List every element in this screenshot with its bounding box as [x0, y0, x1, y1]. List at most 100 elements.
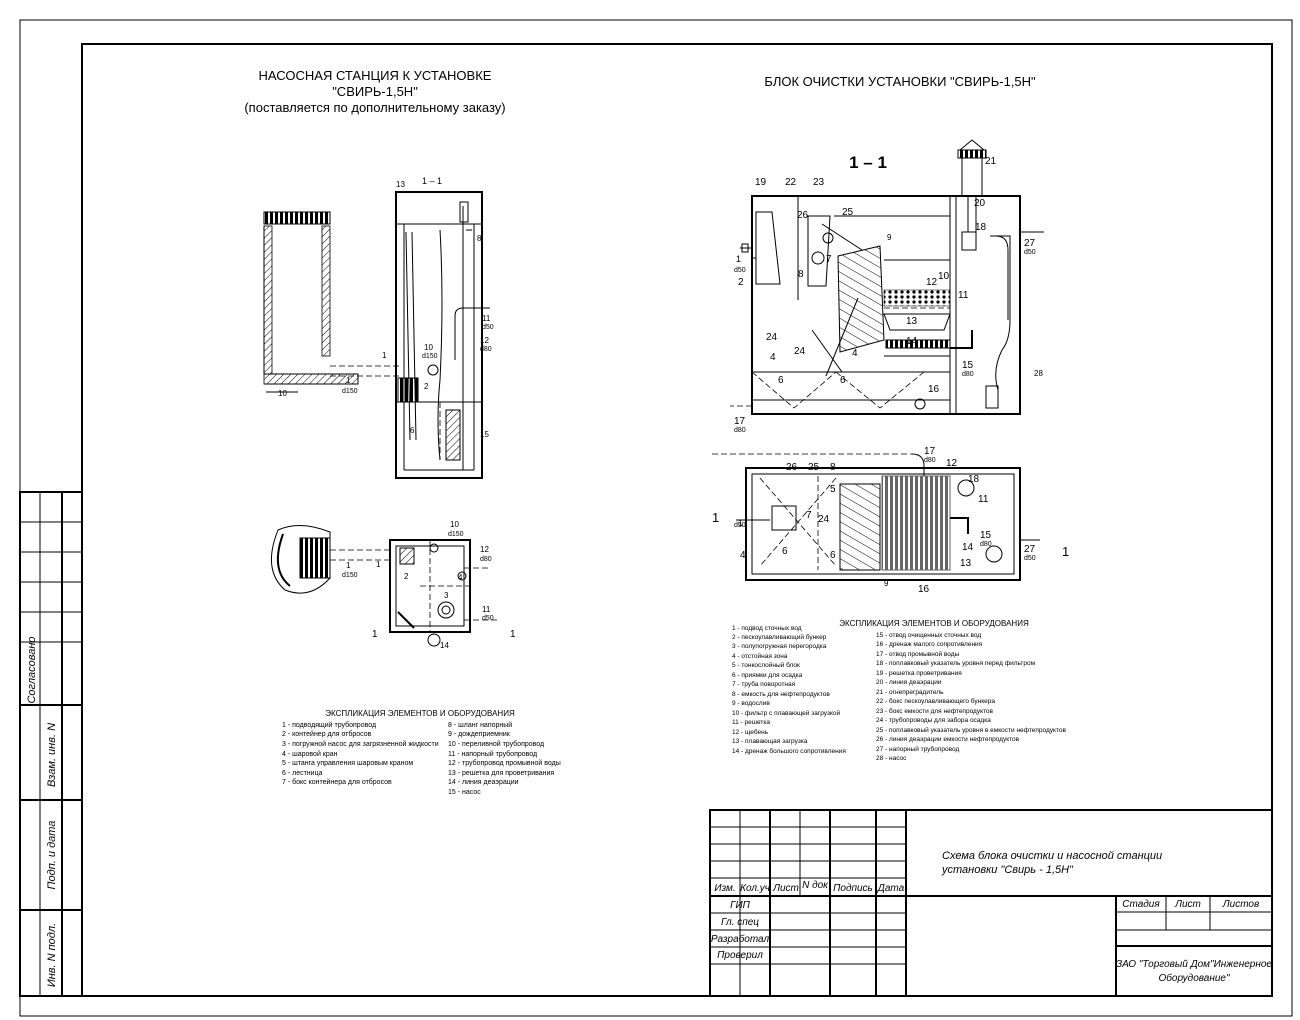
svg-text:6: 6 [830, 550, 836, 561]
legend-left-1: 1 - подводящий трубопровод [282, 721, 376, 729]
legend-right-18: 18 - поплавковый указатель уровня перед … [876, 659, 1036, 667]
svg-text:1: 1 [372, 629, 378, 640]
svg-text:d50: d50 [734, 522, 746, 529]
svg-text:5: 5 [830, 484, 836, 495]
legend-right-20: 20 - линия деаэрации [876, 679, 942, 686]
legend-right-1: 1 - подвод сточных вод [732, 625, 802, 632]
svg-text:27: 27 [1024, 544, 1036, 555]
svg-text:7: 7 [826, 254, 832, 265]
svg-text:7: 7 [806, 510, 812, 521]
legend-right-6: 6 - приямки для осадка [732, 672, 803, 679]
legend-right-12: 12 - щебень [732, 728, 769, 736]
side-label-agreed: Согласовано [26, 636, 38, 703]
hdr-date: Дата [877, 883, 905, 894]
cleaning-block-legend: ЭКСПЛИКАЦИЯ ЭЛЕМЕНТОВ И ОБОРУДОВАНИЯ 1 -… [732, 619, 1066, 762]
legend-right-14: 14 - дренаж большого сопротивления [732, 747, 846, 755]
svg-text:"СВИРЬ-1,5Н": "СВИРЬ-1,5Н" [332, 84, 418, 99]
legend-left-10: 10 - переливной трубопровод [448, 740, 544, 748]
legend-right-5: 5 - тонкослойный блок [732, 661, 800, 669]
legend-right-10: 10 - фильтр с плавающей загрузкой [732, 709, 841, 717]
svg-text:11: 11 [482, 314, 491, 323]
svg-text:15: 15 [980, 530, 992, 541]
svg-text:12: 12 [480, 336, 489, 345]
legend-right-9: 9 - водослив [732, 700, 770, 707]
legend-left-12: 12 - трубопровод промывной воды [448, 759, 561, 767]
svg-text:9: 9 [884, 579, 889, 588]
svg-text:1: 1 [1062, 544, 1069, 559]
legend-right-23: 23 - бокс емкости для нефтепродуктов [876, 707, 994, 715]
svg-text:4: 4 [770, 352, 776, 363]
legend-right-25: 25 - поплавковый указатель уровня в емко… [876, 726, 1066, 734]
role-chief: Гл. спец [721, 917, 759, 928]
legend-left-5: 5 - штанга управления шаровым краном [282, 760, 413, 767]
pump-station-plan: 10 d150 12 d80 4 2 1 1 d150 3 11 d50 14 … [270, 520, 516, 650]
cleaning-block-title: БЛОК ОЧИСТКИ УСТАНОВКИ "СВИРЬ-1,5Н" [764, 74, 1036, 89]
drawing-title-2: установки "Свирь - 1,5Н" [941, 864, 1074, 876]
svg-text:10: 10 [450, 520, 459, 529]
svg-text:4: 4 [740, 550, 746, 561]
svg-text:18: 18 [975, 222, 987, 233]
svg-text:13: 13 [396, 180, 405, 189]
svg-text:16: 16 [928, 384, 940, 395]
svg-text:d150: d150 [342, 388, 358, 395]
svg-text:ЭКСПЛИКАЦИЯ ЭЛЕМЕНТОВ И ОБОРУД: ЭКСПЛИКАЦИЯ ЭЛЕМЕНТОВ И ОБОРУДОВАНИЯ [839, 619, 1029, 628]
svg-text:10: 10 [424, 343, 433, 352]
svg-text:11: 11 [958, 290, 969, 301]
legend-left-15: 15 - насос [448, 789, 481, 796]
svg-text:9: 9 [887, 233, 892, 242]
legend-right-13: 13 - плавающая загрузка [732, 738, 808, 745]
side-label-inv-orig: Инв. N подл. [46, 923, 58, 987]
legend-left-11: 11 - напорный трубопровод [448, 750, 537, 758]
svg-text:2: 2 [404, 572, 409, 581]
legend-left-4: 4 - шаровой кран [282, 750, 338, 758]
svg-text:27: 27 [1024, 238, 1036, 249]
svg-text:23: 23 [813, 177, 825, 188]
svg-text:1 – 1: 1 – 1 [422, 176, 442, 186]
svg-text:1: 1 [382, 351, 387, 360]
svg-text:16: 16 [918, 584, 930, 595]
company-line-2: Оборудование" [1158, 972, 1229, 984]
svg-text:d50: d50 [482, 324, 494, 331]
svg-text:24: 24 [794, 346, 806, 357]
svg-text:3: 3 [444, 591, 449, 600]
legend-left-9: 9 - дождеприемник [448, 731, 511, 738]
side-label-sign-date: Подп. и дата [46, 821, 58, 890]
legend-right-8: 8 - емкость для нефтепродуктов [732, 691, 830, 698]
svg-text:8: 8 [830, 462, 836, 473]
legend-right-27: 27 - напорный трубопровод [876, 745, 959, 753]
svg-text:6: 6 [840, 375, 846, 386]
svg-text:6: 6 [410, 426, 415, 435]
svg-text:11: 11 [978, 494, 989, 505]
svg-text:d80: d80 [480, 346, 492, 353]
svg-text:18: 18 [968, 474, 980, 485]
hdr-izm: Изм. [714, 883, 735, 894]
svg-text:28: 28 [1034, 369, 1043, 378]
svg-text:13: 13 [906, 316, 918, 327]
title-block: Изм. Кол.уч Лист N док Подпись Дата ГИП … [709, 809, 1273, 997]
hdr-list: Лист [772, 883, 799, 894]
svg-text:1: 1 [736, 254, 741, 264]
svg-text:26: 26 [797, 210, 809, 221]
svg-text:15: 15 [962, 360, 974, 371]
legend-left-13: 13 - решетка для проветривания [448, 770, 554, 777]
pump-station-section: 1 – 1 13 8 1 1 d150 1 [263, 176, 494, 479]
legend-left-7: 7 - бокс контейнера для отбросов [282, 778, 392, 786]
legend-right-19: 19 - решетка проветривания [876, 670, 962, 677]
svg-text:10: 10 [278, 389, 287, 398]
svg-text:24: 24 [766, 332, 778, 343]
svg-text:d80: d80 [962, 371, 974, 378]
legend-right-21: 21 - огнепреградитель [876, 689, 944, 696]
svg-text:d150: d150 [448, 531, 464, 538]
side-stamp: Согласовано Взам. инв. N Подп. и дата Ин… [19, 491, 83, 997]
hdr-kol: Кол.уч [740, 883, 770, 894]
outer-frame [19, 19, 1293, 1017]
legend-right-11: 11 - решетка [732, 719, 770, 726]
svg-text:d80: d80 [980, 541, 992, 548]
legend-left-2: 2 - контейнер для отбросов [282, 730, 372, 738]
svg-text:25: 25 [842, 207, 854, 218]
svg-text:10: 10 [938, 271, 950, 282]
svg-text:4: 4 [852, 348, 858, 359]
sheet-header: Лист [1174, 899, 1201, 910]
svg-text:1: 1 [712, 510, 719, 525]
hdr-ndok: N док [802, 880, 829, 891]
